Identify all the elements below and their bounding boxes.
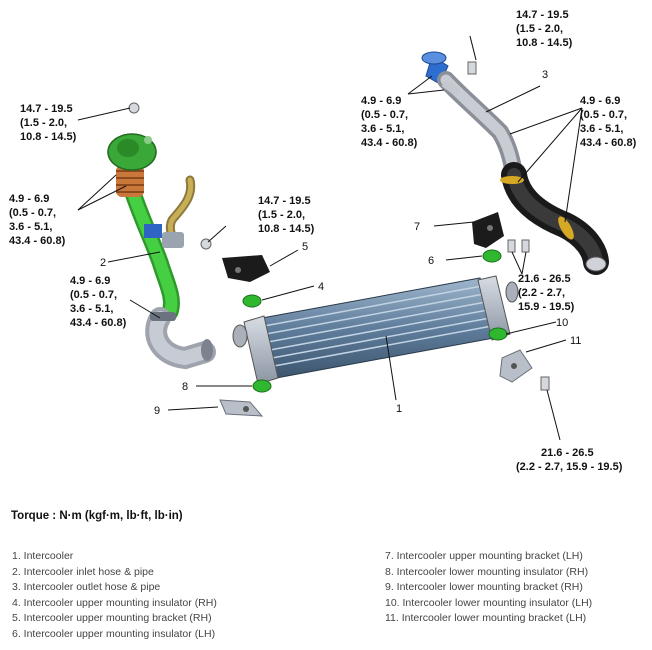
- torque-label-throttle-bolt: 14.7 - 19.5 (1.5 - 2.0, 10.8 - 14.5): [20, 103, 77, 143]
- torque-label-lower-bracket-bolt: 21.6 - 26.5 (2.2 - 2.7, 15.9 - 19.5): [516, 447, 623, 473]
- torque-label-inlet-clamps: 4.9 - 6.9 (0.5 - 0.7, 3.6 - 5.1, 43.4 - …: [9, 193, 66, 247]
- bolt-icon: [128, 102, 140, 114]
- torque-line: 3.6 - 5.1,: [580, 123, 623, 135]
- torque-line: 43.4 - 60.8): [70, 317, 127, 329]
- torque-line: 3.6 - 5.1,: [361, 123, 404, 135]
- torque-line: 10.8 - 14.5): [516, 37, 573, 49]
- callout-2: 2: [100, 257, 106, 269]
- torque-line: 43.4 - 60.8): [361, 137, 418, 149]
- torque-line: (1.5 - 2.0,: [20, 117, 67, 129]
- callout-9: 9: [154, 405, 160, 417]
- torque-line: 14.7 - 19.5: [258, 195, 311, 207]
- torque-line: 4.9 - 6.9: [70, 275, 110, 287]
- torque-line: (2.2 - 2.7, 15.9 - 19.5): [516, 461, 623, 473]
- legend-item: 10. Intercooler lower mounting insulator…: [385, 596, 593, 609]
- callout-11: 11: [570, 335, 581, 347]
- bolt-icon: [521, 239, 530, 253]
- callout-8: 8: [182, 381, 188, 393]
- torque-line: (0.5 - 0.7,: [70, 289, 117, 301]
- legend-item: 1. Intercooler: [12, 550, 74, 562]
- torque-line: 3.6 - 5.1,: [9, 221, 52, 233]
- torque-line: (0.5 - 0.7,: [361, 109, 408, 121]
- torque-line: (1.5 - 2.0,: [258, 209, 305, 221]
- callout-6: 6: [428, 255, 434, 267]
- upper-mounting-insulator-rh: [242, 294, 262, 308]
- torque-label-outlet-upper-clamps: 4.9 - 6.9 (0.5 - 0.7, 3.6 - 5.1, 43.4 - …: [361, 95, 418, 149]
- torque-line: (0.5 - 0.7,: [9, 207, 56, 219]
- turbo-outlet-pipe: [144, 175, 196, 248]
- upper-mounting-insulator-lh: [482, 249, 502, 263]
- bolt-icon: [507, 239, 516, 253]
- torque-line: 21.6 - 26.5: [518, 273, 571, 285]
- legend-item: 2. Intercooler inlet hose & pipe: [12, 565, 154, 578]
- callout-10: 10: [556, 317, 568, 329]
- inlet-corrugated-hose: [116, 165, 144, 197]
- intercooler-core: [232, 275, 519, 385]
- callout-3: 3: [542, 69, 548, 81]
- torque-line: 4.9 - 6.9: [9, 193, 49, 205]
- callout-1: 1: [396, 403, 402, 415]
- lower-mounting-insulator-rh: [252, 379, 272, 393]
- legend-item: 7. Intercooler upper mounting bracket (L…: [385, 550, 583, 562]
- legend-item: 3. Intercooler outlet hose & pipe: [12, 581, 161, 594]
- leader-lines: [77, 35, 583, 441]
- torque-units-note: Torque : N·m (kgf·m, lb·ft, lb·in): [11, 510, 183, 522]
- torque-line: (2.2 - 2.7,: [518, 287, 565, 299]
- torque-line: 15.9 - 19.5): [518, 301, 575, 313]
- torque-line: 14.7 - 19.5: [20, 103, 73, 115]
- torque-label-outlet-lower-clamps: 4.9 - 6.9 (0.5 - 0.7, 3.6 - 5.1, 43.4 - …: [580, 95, 637, 149]
- torque-label-outlet-bolt: 14.7 - 19.5 (1.5 - 2.0, 10.8 - 14.5): [516, 9, 573, 49]
- intercooler-inlet-pipe: [107, 133, 216, 370]
- callout-4: 4: [318, 281, 324, 293]
- legend-item: 5. Intercooler upper mounting bracket (R…: [12, 612, 212, 625]
- torque-line: 21.6 - 26.5: [541, 447, 594, 459]
- parts-legend-left: 1. Intercooler 2. Intercooler inlet hose…: [12, 549, 217, 643]
- legend-item: 11. Intercooler lower mounting bracket (…: [385, 612, 587, 625]
- parts-legend-right: 7. Intercooler upper mounting bracket (L…: [385, 549, 592, 627]
- upper-mounting-bracket-rh: [222, 255, 270, 282]
- callout-5: 5: [302, 241, 308, 253]
- torque-line: (1.5 - 2.0,: [516, 23, 563, 35]
- legend-item: 8. Intercooler lower mounting insulator …: [385, 565, 589, 578]
- upper-mounting-bracket-lh: [472, 212, 504, 248]
- torque-line: 43.4 - 60.8): [9, 235, 66, 247]
- bolt-icons: [128, 61, 550, 391]
- torque-line: 14.7 - 19.5: [516, 9, 569, 21]
- bolt-icon: [540, 376, 550, 391]
- bolt-icon: [467, 61, 477, 75]
- legend-item: 6. Intercooler upper mounting insulator …: [12, 627, 216, 640]
- torque-line: 10.8 - 14.5): [258, 223, 315, 235]
- callout-7: 7: [414, 221, 420, 233]
- torque-line: 4.9 - 6.9: [361, 95, 401, 107]
- legend-item: 4. Intercooler upper mounting insulator …: [12, 596, 217, 609]
- lower-mounting-insulator-lh: [488, 327, 508, 341]
- torque-label-bracket-bolts-lh: 21.6 - 26.5 (2.2 - 2.7, 15.9 - 19.5): [518, 273, 575, 313]
- inlet-flange-housing: [107, 133, 157, 171]
- lower-mounting-bracket-lh: [499, 349, 533, 383]
- torque-label-bracket-bolt-rh: 14.7 - 19.5 (1.5 - 2.0, 10.8 - 14.5): [258, 195, 315, 235]
- lower-mounting-bracket-rh: [219, 399, 264, 417]
- intercooler-exploded-diagram: 14.7 - 19.5 (1.5 - 2.0, 10.8 - 14.5) 4.9…: [9, 9, 637, 473]
- torque-line: (0.5 - 0.7,: [580, 109, 627, 121]
- torque-line: 3.6 - 5.1,: [70, 303, 113, 315]
- torque-label-inlet-lower-clamp: 4.9 - 6.9 (0.5 - 0.7, 3.6 - 5.1, 43.4 - …: [70, 275, 127, 329]
- torque-line: 4.9 - 6.9: [580, 95, 620, 107]
- callout-numbers: 1 2 3 4 5 6 7 8 9 10 11: [100, 69, 581, 417]
- intercooler-outlet-pipe: [421, 51, 609, 275]
- inlet-lower-elbow: [145, 307, 216, 370]
- torque-line: 43.4 - 60.8): [580, 137, 637, 149]
- legend-item: 9. Intercooler lower mounting bracket (R…: [385, 581, 583, 594]
- torque-line: 10.8 - 14.5): [20, 131, 77, 143]
